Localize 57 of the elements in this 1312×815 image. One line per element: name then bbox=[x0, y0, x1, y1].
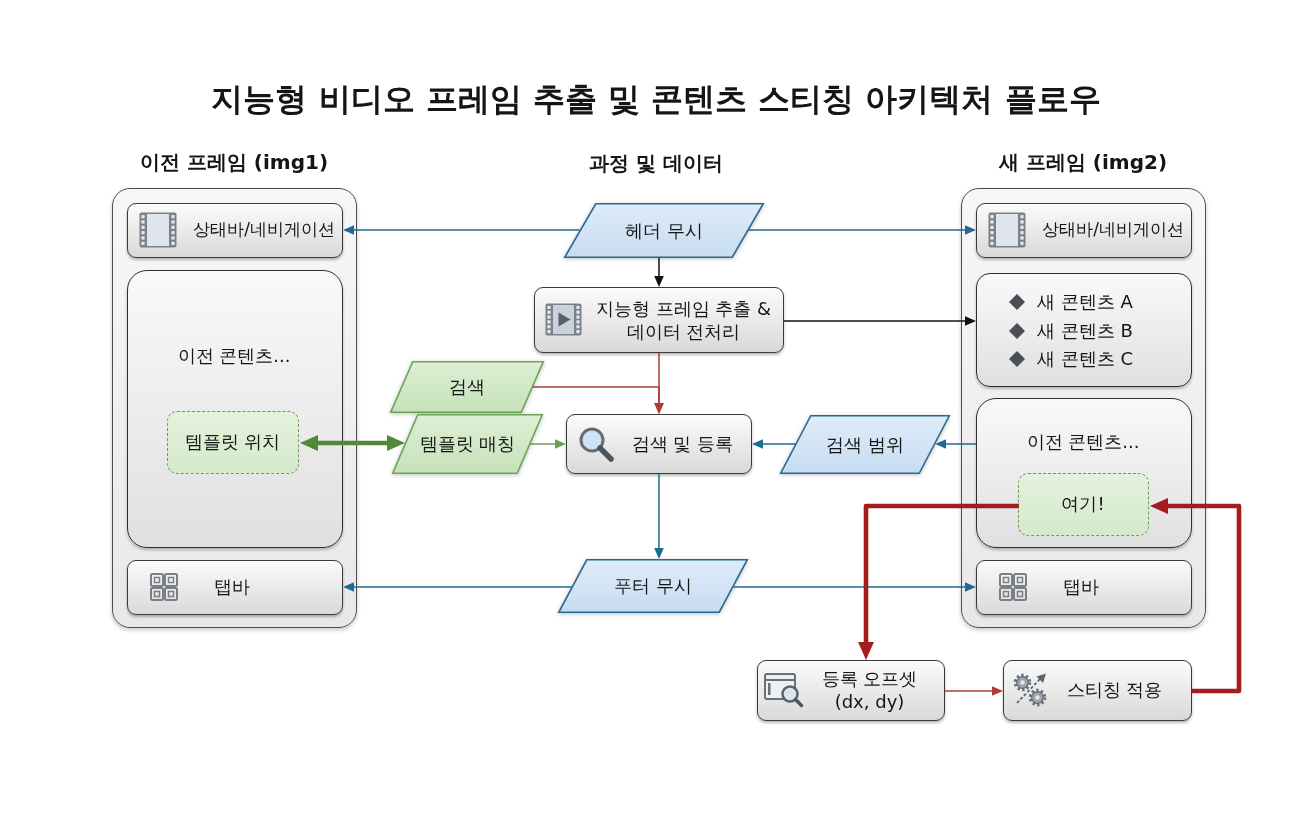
node-label: 이전 콘텐츠... bbox=[177, 344, 291, 368]
process-step bbox=[757, 660, 945, 721]
arrow bbox=[1150, 498, 1242, 694]
process-step bbox=[1003, 660, 1192, 721]
node-label: 템플릿 매칭 bbox=[419, 432, 516, 456]
arrow bbox=[783, 316, 976, 326]
node-label: 지능형 프레임 추출 & 데이터 전처리 bbox=[594, 296, 773, 343]
arrow bbox=[944, 686, 1003, 696]
node-label: 여기! bbox=[1061, 492, 1105, 516]
arrow bbox=[654, 473, 664, 559]
node-label: 등록 오프셋 (dx, dy) bbox=[820, 666, 919, 714]
arrow bbox=[858, 503, 1019, 660]
data-parallelogram bbox=[780, 415, 950, 474]
double-arrow bbox=[300, 435, 405, 451]
content-area bbox=[126, 269, 343, 548]
node-label: 새 콘텐츠 C bbox=[1037, 347, 1133, 371]
arrow bbox=[732, 582, 976, 592]
arrow bbox=[752, 439, 796, 449]
node-label: 검색 bbox=[449, 375, 485, 399]
node-label: 이전 콘텐츠... bbox=[1026, 430, 1140, 454]
ui-bar bbox=[975, 202, 1192, 258]
arrow bbox=[343, 582, 573, 592]
data-parallelogram bbox=[564, 203, 764, 258]
node-label: 새 콘텐츠 A bbox=[1037, 290, 1133, 314]
process-step bbox=[534, 287, 784, 353]
node-label: 상태바/네비게이션 bbox=[1042, 218, 1184, 241]
data-parallelogram bbox=[392, 414, 543, 474]
highlight-region bbox=[167, 411, 299, 474]
arrow bbox=[748, 225, 976, 235]
node-label: 템플릿 위치 bbox=[184, 430, 281, 454]
arrow bbox=[935, 439, 977, 449]
data-parallelogram bbox=[390, 361, 544, 413]
node-label: 새 콘텐츠 B bbox=[1037, 319, 1133, 343]
node-label: 탭바 bbox=[1063, 575, 1099, 598]
highlight-region bbox=[1018, 473, 1149, 536]
content-area bbox=[975, 397, 1192, 548]
node-label: 탭바 bbox=[214, 575, 250, 598]
node-label: 검색 범위 bbox=[826, 433, 904, 456]
content-list-panel bbox=[975, 272, 1192, 387]
node-label: 상태바/네비게이션 bbox=[193, 218, 335, 241]
ui-bar bbox=[126, 202, 343, 258]
diagram-title: 지능형 비디오 프레임 추출 및 콘텐츠 스티칭 아키텍처 플로우 bbox=[211, 79, 1101, 120]
ui-bar bbox=[126, 559, 343, 615]
column-heading: 과정 및 데이터 bbox=[589, 149, 723, 177]
arrow bbox=[343, 225, 581, 235]
arrow bbox=[654, 257, 664, 287]
process-step bbox=[566, 414, 752, 474]
ui-bar bbox=[975, 559, 1192, 615]
panel-heading: 이전 프레임 (img1) bbox=[139, 149, 329, 176]
arrow bbox=[529, 439, 566, 449]
data-parallelogram bbox=[558, 559, 748, 613]
panel-heading: 새 프레임 (img2) bbox=[998, 149, 1168, 176]
node-label: 검색 및 등록 bbox=[631, 432, 734, 455]
arrow bbox=[532, 386, 664, 414]
node-label: 스티칭 적용 bbox=[1066, 678, 1163, 702]
node-label: 푸터 무시 bbox=[614, 574, 692, 598]
node-label: 헤더 무시 bbox=[625, 219, 703, 242]
